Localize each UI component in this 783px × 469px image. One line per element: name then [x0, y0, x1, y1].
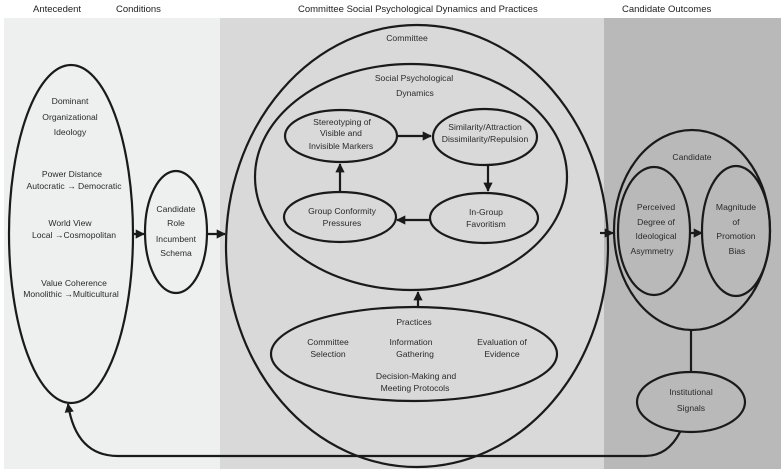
header-antecedent: Antecedent: [33, 4, 81, 15]
ingroup-line: Favoritism: [466, 219, 506, 229]
antecedent-text: Dominant Organizational Ideology Power D…: [23, 96, 122, 299]
schema-line: Schema: [160, 248, 192, 258]
practice-selection: Committee: [307, 337, 349, 347]
header-candidate-outcomes: Candidate Outcomes: [622, 4, 711, 15]
practice-information: Information: [390, 337, 433, 347]
antecedent-line: Organizational: [42, 112, 98, 122]
bias-line: Bias: [729, 246, 746, 256]
feedback-arrow-signals-to-antecedent: [64, 403, 681, 458]
antecedent-line: World View: [48, 218, 92, 228]
antecedent-ellipse: [7, 63, 135, 405]
schema-line: Incumbent: [156, 234, 197, 244]
practice-evaluation: Evidence: [484, 349, 520, 359]
antecedent-line: Local →Cosmopolitan: [32, 230, 116, 240]
antecedent-line: Ideology: [54, 127, 87, 137]
asymmetry-line: Ideological: [635, 231, 676, 241]
ingroup-line: In-Group: [469, 207, 503, 217]
ingroup-ellipse: [428, 191, 540, 245]
signals-ellipse: [635, 370, 747, 434]
committee-ellipse: [224, 23, 610, 469]
conformity-line: Pressures: [323, 218, 362, 228]
practice-information: Gathering: [396, 349, 434, 359]
stereotyping-line: Stereotyping of: [313, 117, 371, 127]
header-conditions: Conditions: [116, 4, 161, 15]
schema-line: Candidate: [156, 204, 195, 214]
signals-line: Institutional: [669, 387, 713, 397]
committee-title: Committee: [386, 33, 428, 43]
asymmetry-line: Degree of: [637, 217, 675, 227]
header-committee-dynamics: Committee Social Psychological Dynamics …: [298, 4, 538, 15]
practice-decision: Meeting Protocols: [381, 383, 450, 393]
dynamics-title: Dynamics: [396, 88, 434, 98]
panel-outcomes: [604, 18, 781, 469]
asymmetry-line: Perceived: [637, 202, 675, 212]
panel-antecedent: [4, 18, 220, 469]
antecedent-line: Autocratic → Democratic: [26, 181, 122, 191]
antecedent-line: Monolithic →Multicultural: [23, 289, 119, 299]
practices-ellipse: [269, 305, 559, 403]
antecedent-line: Value Coherence: [41, 278, 107, 288]
schema-ellipse: [143, 169, 209, 295]
asymmetry-line: Asymmetry: [631, 246, 675, 256]
dynamics-ellipse: [253, 62, 569, 292]
bias-line: of: [732, 217, 740, 227]
antecedent-line: Power Distance: [42, 169, 102, 179]
signals-line: Signals: [677, 403, 705, 413]
candidate-title: Candidate: [672, 152, 711, 162]
practice-decision: Decision-Making and: [376, 371, 456, 381]
asymmetry-ellipse: [616, 165, 692, 297]
practice-selection: Selection: [310, 349, 346, 359]
bias-line: Magnitude: [716, 202, 756, 212]
schema-line: Role: [167, 218, 185, 228]
antecedent-line: Dominant: [52, 96, 89, 106]
practices-title: Practices: [396, 317, 431, 327]
similarity-line: Dissimilarity/Repulsion: [442, 134, 529, 144]
dynamics-title: Social Psychological: [375, 73, 453, 83]
bias-line: Promotion: [716, 231, 755, 241]
similarity-ellipse: [431, 107, 539, 167]
similarity-line: Similarity/Attraction: [448, 122, 522, 132]
conformity-line: Group Conformity: [308, 206, 377, 216]
stereotyping-line: Visible and: [320, 128, 362, 138]
practice-evaluation: Evaluation of: [477, 337, 527, 347]
stereotyping-line: Invisible Markers: [309, 141, 373, 151]
